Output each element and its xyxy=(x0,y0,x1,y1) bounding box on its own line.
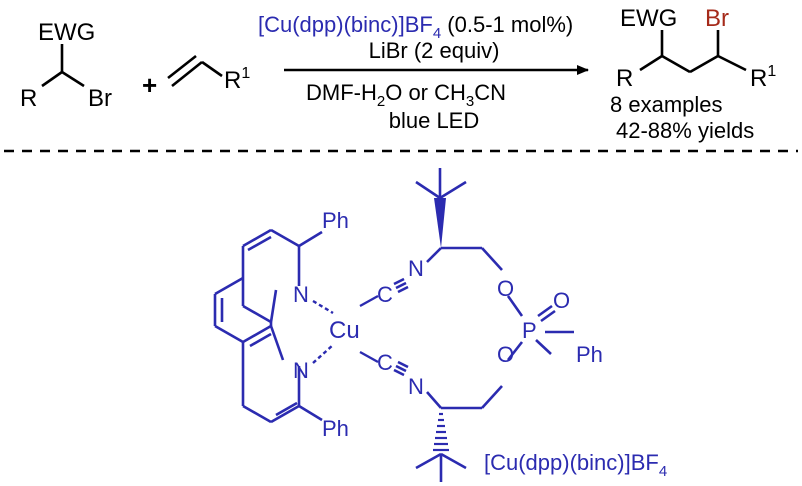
product-br: Br xyxy=(705,5,729,32)
carbon-iso-top: C xyxy=(377,282,393,307)
oxygen-bottom: O xyxy=(497,342,514,367)
complex-name: [Cu(dpp)(binc)]BF4 xyxy=(484,450,667,480)
nitrogen-iso-bottom: N xyxy=(408,374,424,399)
tert-butyl-top xyxy=(415,168,467,200)
condition-light: blue LED xyxy=(389,108,480,133)
product-examples: 8 examples xyxy=(610,92,723,117)
nitrogen-phen-top: N xyxy=(293,282,309,307)
product-ewg: EWG xyxy=(620,5,677,32)
reactant-alkene xyxy=(167,54,223,88)
product-r1: R1 xyxy=(750,63,776,92)
reactant-alkyl-bromide xyxy=(41,44,85,88)
plus-sign: + xyxy=(142,70,157,100)
reactant1-r: R xyxy=(20,85,37,112)
oxygen-double: O xyxy=(553,288,570,313)
product-yields: 42-88% yields xyxy=(616,118,754,143)
isocyanide-arm-top xyxy=(393,246,524,317)
nitrogen-phen-bottom: N xyxy=(293,358,309,383)
phenyl-top: Ph xyxy=(322,208,349,233)
nitrogen-iso-top: N xyxy=(408,256,424,281)
condition-additive: LiBr (2 equiv) xyxy=(369,38,500,63)
condition-solvent: DMF-H2O or CH3CN xyxy=(306,80,506,110)
reactant2-r: R1 xyxy=(224,65,250,94)
reactant1-ewg: EWG xyxy=(38,19,95,46)
tert-butyl-bottom xyxy=(415,452,467,482)
product-structure xyxy=(639,30,747,74)
product-r: R xyxy=(616,65,633,92)
reactant1-br: Br xyxy=(88,85,112,112)
copper-atom: Cu xyxy=(329,317,360,344)
phosphorus-atom: P xyxy=(522,318,537,343)
phenyl-bottom: Ph xyxy=(322,416,349,441)
oxygen-top: O xyxy=(497,276,514,301)
isocyanide-arm-bottom xyxy=(393,341,524,410)
phosphonate-group xyxy=(535,304,574,355)
condition-catalyst: [Cu(dpp)(binc)]BF4 (0.5-1 mol%) xyxy=(258,12,573,42)
phenyl-phosphorus: Ph xyxy=(576,342,603,367)
coordination-bonds xyxy=(312,294,379,364)
phenanthroline-ligand xyxy=(213,228,323,424)
carbon-iso-bottom: C xyxy=(377,350,393,375)
hashed-bond-bottom xyxy=(433,412,449,452)
wedge-bond-top xyxy=(434,198,446,248)
